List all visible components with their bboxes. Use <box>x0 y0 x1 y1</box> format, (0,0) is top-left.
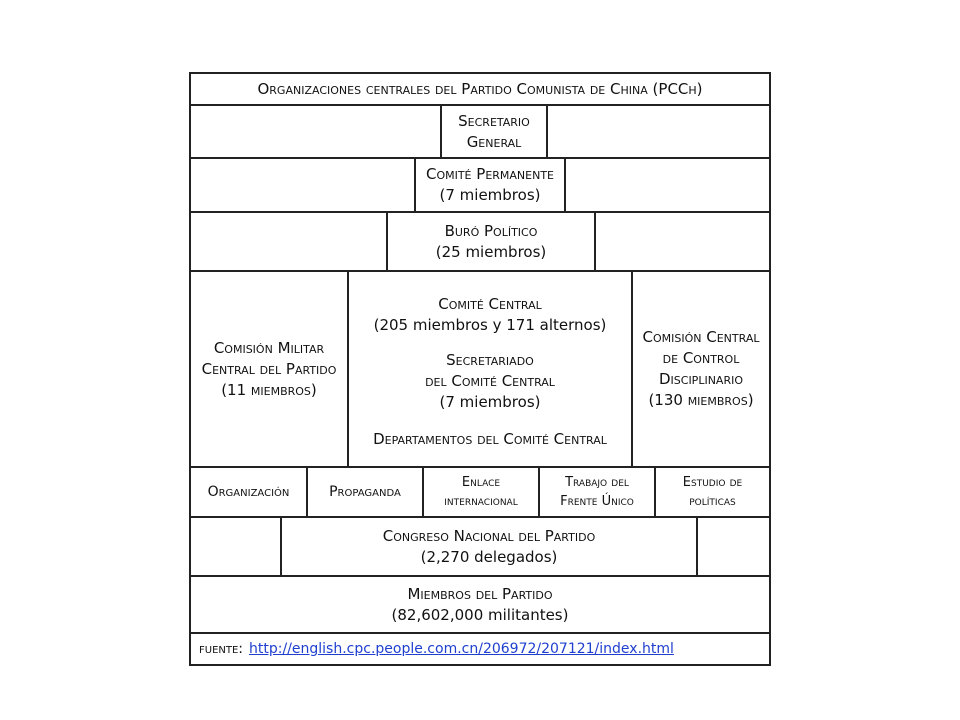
comite-permanente-name: Comité Permanente <box>425 165 555 183</box>
comite-permanente-members: (7 miembros) <box>439 186 541 204</box>
source-link[interactable]: http://english.cpc.people.com.cn/206972/… <box>249 641 674 657</box>
department-propaganda: Propaganda <box>308 468 424 516</box>
comision-militar-line2: Central del Partido <box>201 359 337 378</box>
department-organizacion: Organización <box>191 468 308 516</box>
miembros-box: Miembros del Partido (82,602,000 militan… <box>191 577 769 632</box>
department-line1: Estudio de <box>682 475 743 490</box>
secretariado-members: (7 miembros) <box>439 393 541 411</box>
standing-committee-row: Comité Permanente (7 miembros) <box>191 159 769 213</box>
secretario-general-line2: General <box>466 132 522 151</box>
comite-central-name: Comité Central <box>438 295 542 313</box>
comision-militar-members: (11 miembros) <box>221 380 317 399</box>
members-row: Miembros del Partido (82,602,000 militan… <box>191 577 769 634</box>
title-row: Organizaciones centrales del Partido Com… <box>191 74 769 106</box>
departamentos-title: Departamentos del Comité Central <box>373 430 607 448</box>
miembros-members: (82,602,000 militantes) <box>391 605 569 624</box>
department-line1: Trabajo del <box>565 475 629 490</box>
buro-politico-members: (25 miembros) <box>435 242 547 261</box>
comision-disciplina-box: Comisión Central de Control Disciplinari… <box>631 272 769 466</box>
comision-disciplina-line2: de Control <box>662 349 740 367</box>
comision-militar-line1: Comisión Militar <box>213 338 325 357</box>
secretariado-line2: del Comité Central <box>425 372 555 390</box>
congreso-members: (2,270 delegados) <box>420 547 558 566</box>
department-line2: Frente Único <box>560 494 634 509</box>
congreso-box: Congreso Nacional del Partido (2,270 del… <box>280 518 698 575</box>
source-label: fuente: <box>199 641 244 657</box>
department-line1: Organización <box>207 483 290 500</box>
org-chart: Organizaciones centrales del Partido Com… <box>189 72 771 666</box>
central-row: Comisión Militar Central del Partido (11… <box>191 272 769 468</box>
department-enlace: Enlace internacional <box>424 468 540 516</box>
comite-permanente-box: Comité Permanente (7 miembros) <box>414 159 566 211</box>
secretario-general-box: Secretario General <box>440 106 548 157</box>
secretary-row: Secretario General <box>191 106 769 159</box>
buro-politico-box: Buró Político (25 miembros) <box>386 213 596 270</box>
source-row: fuente: http://english.cpc.people.com.cn… <box>191 634 769 664</box>
miembros-name: Miembros del Partido <box>407 584 553 603</box>
chart-title: Organizaciones centrales del Partido Com… <box>257 79 703 98</box>
department-line2: internacional <box>444 494 518 509</box>
comision-militar-box: Comisión Militar Central del Partido (11… <box>191 272 349 466</box>
departments-row: Organización Propaganda Enlace internaci… <box>191 468 769 518</box>
congress-row: Congreso Nacional del Partido (2,270 del… <box>191 518 769 577</box>
comision-disciplina-members: (130 miembros) <box>648 391 754 409</box>
comision-disciplina-line1: Comisión Central <box>642 328 760 346</box>
secretario-general-line1: Secretario <box>458 111 530 130</box>
comision-disciplina-line3: Disciplinario <box>658 370 743 388</box>
comite-central-box: Comité Central (205 miembros y 171 alter… <box>349 272 631 466</box>
department-estudio-politicas: Estudio de políticas <box>656 468 769 516</box>
congreso-name: Congreso Nacional del Partido <box>382 526 596 545</box>
department-line1: Enlace <box>461 475 501 490</box>
department-line2: políticas <box>689 494 736 509</box>
politburo-row: Buró Político (25 miembros) <box>191 213 769 272</box>
comite-central-members: (205 miembros y 171 alternos) <box>373 316 607 334</box>
department-frente-unico: Trabajo del Frente Único <box>540 468 656 516</box>
department-line1: Propaganda <box>329 483 401 500</box>
secretariado-line1: Secretariado <box>446 351 534 369</box>
buro-politico-name: Buró Político <box>444 221 538 240</box>
